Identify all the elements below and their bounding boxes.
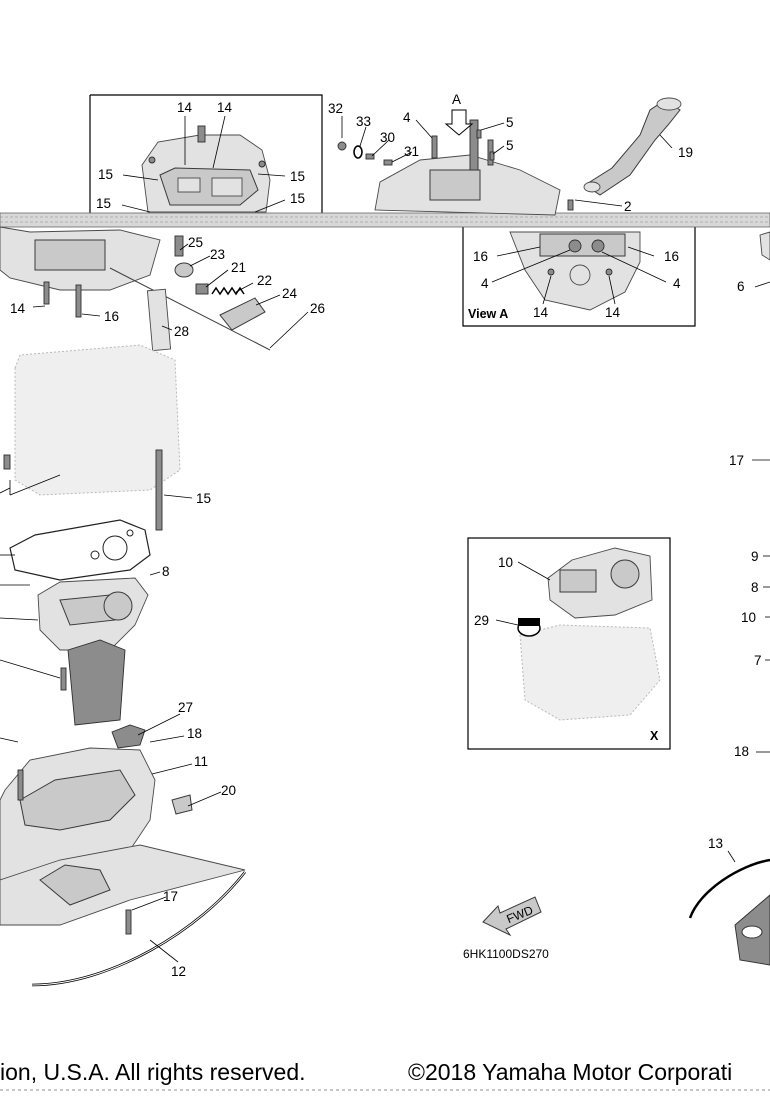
callout-30: 30 xyxy=(380,130,395,145)
callout-4: 4 xyxy=(403,110,411,125)
callout-17: 17 xyxy=(163,889,178,904)
callout-15: 15 xyxy=(98,167,113,182)
callout-14: 14 xyxy=(177,100,193,115)
callout-32: 32 xyxy=(328,101,343,116)
callout-9: 9 xyxy=(751,549,759,564)
callout-16: 16 xyxy=(104,309,119,324)
callout-28: 28 xyxy=(174,324,189,339)
callout-12: 12 xyxy=(171,964,186,979)
callout-15: 15 xyxy=(196,491,211,506)
callout-21: 21 xyxy=(231,260,246,275)
callout-5: 5 xyxy=(506,115,514,130)
top-detail-box xyxy=(89,94,323,218)
middle-housing xyxy=(37,577,149,726)
callout-4: 4 xyxy=(673,276,681,291)
pipe-19 xyxy=(583,97,682,196)
callout-18: 18 xyxy=(187,726,202,741)
direction-arrow-a: A xyxy=(444,92,474,136)
block-27 xyxy=(111,724,146,749)
upper-casing-part xyxy=(374,119,561,216)
callout-5: 5 xyxy=(506,138,514,153)
callout-8: 8 xyxy=(162,564,170,579)
callout-19: 19 xyxy=(678,145,693,160)
callout-10: 10 xyxy=(498,555,513,570)
callout-13: 13 xyxy=(708,836,723,851)
callout-17: 17 xyxy=(729,453,744,468)
callout-7: 7 xyxy=(754,653,762,668)
gasket-plate xyxy=(9,519,151,581)
leader-lines xyxy=(0,115,770,963)
callout-20: 20 xyxy=(221,783,236,798)
diagram-code: 6HK1100DS270 xyxy=(463,947,549,961)
callout-14: 14 xyxy=(533,305,549,320)
callout-27: 27 xyxy=(178,700,193,715)
fwd-arrow: FWD xyxy=(482,896,542,937)
callout-16: 16 xyxy=(473,249,488,264)
small-fasteners-top xyxy=(337,129,574,211)
right-edge-parts xyxy=(688,231,770,966)
callout-14: 14 xyxy=(217,100,233,115)
copyright-right: ©2018 Yamaha Motor Corporati xyxy=(408,1059,732,1085)
cable-12 xyxy=(31,871,246,987)
long-bolt-15 xyxy=(3,449,163,531)
callout-14: 14 xyxy=(10,301,26,316)
callout-23: 23 xyxy=(210,247,225,262)
callout-33: 33 xyxy=(356,114,371,129)
callout-16: 16 xyxy=(664,249,679,264)
view-a-label: View A xyxy=(468,307,508,321)
copyright-footer: ion, U.S.A. All rights reserved. ©2018 Y… xyxy=(0,1059,770,1091)
callout-8: 8 xyxy=(751,580,759,595)
callout-15: 15 xyxy=(290,169,305,184)
callout-15: 15 xyxy=(96,196,111,211)
callout-4: 4 xyxy=(481,276,489,291)
callout-25: 25 xyxy=(188,235,203,250)
copyright-left: ion, U.S.A. All rights reserved. xyxy=(0,1059,306,1085)
callout-2: 2 xyxy=(624,199,632,214)
callout-18: 18 xyxy=(734,744,749,759)
callout-15: 15 xyxy=(290,191,305,206)
callout-22: 22 xyxy=(257,273,272,288)
arrow-label: A xyxy=(452,92,461,107)
callout-11: 11 xyxy=(194,754,208,769)
callout-24: 24 xyxy=(282,286,298,301)
callout-10: 10 xyxy=(741,610,756,625)
callout-26: 26 xyxy=(310,301,325,316)
valve-assembly xyxy=(109,235,271,352)
callout-14: 14 xyxy=(605,305,621,320)
ghost-cylinder xyxy=(14,344,181,496)
lower-casing xyxy=(0,747,246,935)
view-x-box: X xyxy=(467,537,671,750)
callout-29: 29 xyxy=(474,613,489,628)
callout-numbers: 14 14 15 15 15 15 32 33 30 31 4 5 5 19 2… xyxy=(10,100,762,979)
view-a-box: View A xyxy=(462,218,696,327)
long-gasket-band xyxy=(0,212,770,228)
callout-31: 31 xyxy=(404,144,419,159)
view-x-label: X xyxy=(650,729,659,743)
callout-6: 6 xyxy=(737,279,745,294)
upper-left-casing xyxy=(0,226,161,318)
